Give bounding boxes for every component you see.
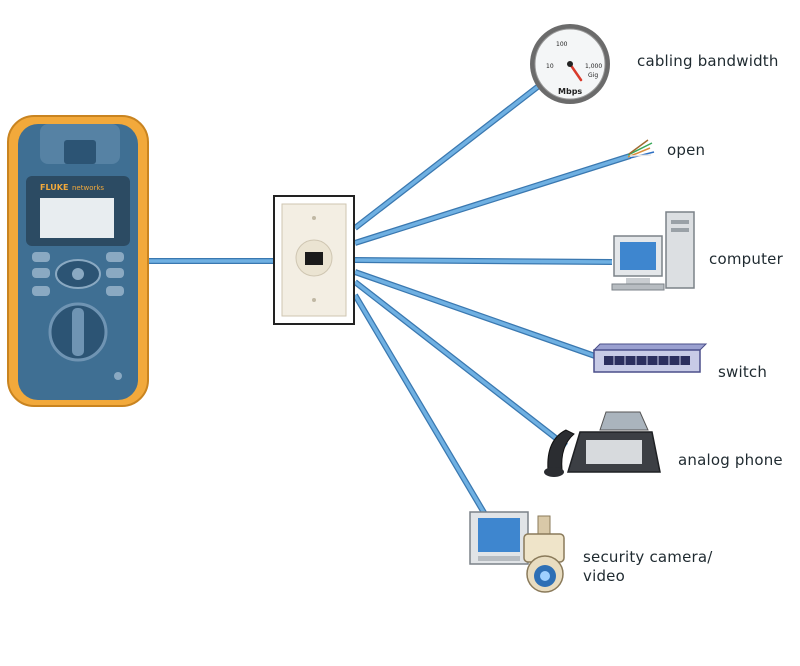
tester-button [32,252,50,262]
gauge-needle [568,62,583,82]
gauge-tick-gig: Gig [588,72,598,79]
tester-model: networks [72,184,104,192]
wall-plate [273,195,355,325]
network-switch-icon [592,343,708,373]
label-computer: computer [709,250,783,268]
tester-screen [40,198,114,238]
gauge-unit: Mbps [558,87,582,96]
ethernet-jack [305,252,323,265]
bandwidth-gauge-icon: 100 10 1,000 Gig Mbps [530,24,610,104]
tester-button [106,252,124,262]
label-cabling-bandwidth: cabling bandwidth [637,52,779,70]
cable-to-bandwidth [353,82,542,231]
label-video: video [583,567,625,585]
cables [142,82,631,518]
open-wire-ends-icon [627,139,655,159]
analog-phone-icon [544,411,661,477]
label-open: open [667,141,706,159]
tester-button [32,268,50,278]
gauge-tick-1000: 1,000 [585,63,602,70]
tester-button [32,286,50,296]
gauge-tick-10: 10 [546,63,554,70]
gauge-tick-100: 100 [556,41,568,48]
label-security-camera: security camera/ [583,548,713,566]
tester-button [106,286,124,296]
label-switch: switch [718,363,768,381]
cable-to-computer [354,257,613,265]
cable-tester-device: FLUKE networks [7,115,149,407]
tester-brand: FLUKE [40,183,68,192]
security-camera-icon [469,511,565,593]
cable-to-open [354,153,631,246]
cable-to-phone [353,279,568,449]
computer-icon [611,211,695,291]
tester-button [106,268,124,278]
label-analog-phone: analog phone [678,451,783,469]
cable-to-switch [354,269,596,359]
cable-to-camera [352,293,489,518]
